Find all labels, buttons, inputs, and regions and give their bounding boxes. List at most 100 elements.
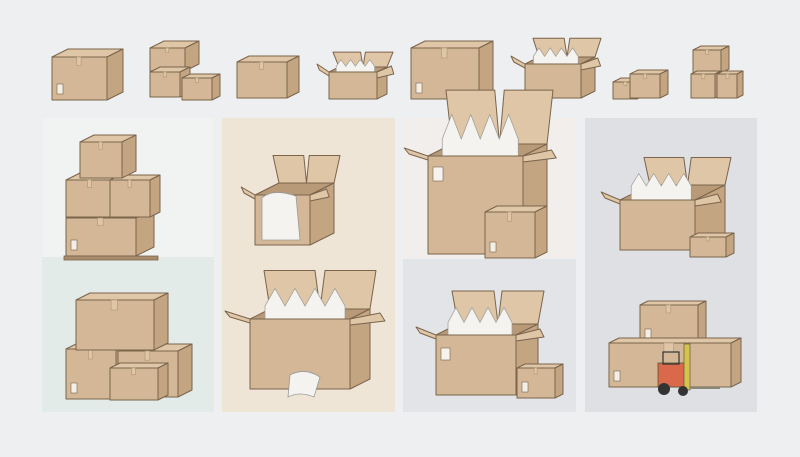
box-side xyxy=(286,55,300,99)
box-front xyxy=(619,199,696,251)
tape-label xyxy=(705,236,710,242)
box-flap-front-right xyxy=(694,193,722,207)
box-side xyxy=(149,174,161,218)
packing-paper xyxy=(287,371,321,398)
box-flap-front-left xyxy=(510,55,526,69)
box-flap-back-right xyxy=(497,290,545,325)
box-side xyxy=(730,337,742,388)
fabric-sheet xyxy=(261,192,301,241)
cardboard-box-icon xyxy=(149,40,200,72)
tape-label xyxy=(643,73,647,80)
box-flap-front-left xyxy=(403,147,429,161)
box-flap-back-right xyxy=(306,155,341,184)
box-flap-front-right xyxy=(522,149,557,163)
box-flap-front-left xyxy=(415,326,437,340)
cardboard-box-icon xyxy=(79,134,137,179)
tape-label xyxy=(131,367,136,375)
box-side xyxy=(725,232,735,258)
box-side xyxy=(720,45,730,74)
this-side-up-icon xyxy=(70,382,78,394)
tape-label xyxy=(259,61,264,70)
this-side-up-icon xyxy=(489,241,497,253)
forklift-icon xyxy=(657,343,720,396)
packing-paper xyxy=(335,58,375,73)
box-front xyxy=(328,71,378,100)
tape-label xyxy=(97,217,104,226)
tape-label xyxy=(165,47,170,53)
tape-label xyxy=(705,49,709,55)
cardboard-box-icon xyxy=(689,232,735,258)
tape-label xyxy=(195,77,199,83)
forklift-wheel xyxy=(658,383,670,395)
forklift-wheel xyxy=(678,386,688,396)
box-flap-front-left xyxy=(600,191,621,205)
this-side-up-icon xyxy=(613,370,621,382)
box-flap-front-right xyxy=(580,57,602,71)
fragile-label-icon xyxy=(440,347,451,361)
tape-label xyxy=(623,81,628,86)
cardboard-box-icon xyxy=(692,45,730,74)
box-top xyxy=(639,300,707,306)
box-side xyxy=(534,205,548,259)
box-side xyxy=(153,292,169,351)
open-box-icon xyxy=(510,37,602,99)
tape-label xyxy=(507,211,512,222)
tape-label xyxy=(163,71,167,78)
this-side-up-icon xyxy=(56,83,64,95)
packing-paper xyxy=(630,172,692,201)
tape-label xyxy=(127,179,132,188)
fragile-label-icon xyxy=(432,166,444,182)
box-flap-front-right xyxy=(309,188,330,202)
box-side xyxy=(554,363,564,399)
this-side-up-icon xyxy=(415,82,423,94)
cardboard-box-icon xyxy=(109,362,169,401)
tape-label xyxy=(76,56,82,66)
forklift-cage xyxy=(662,351,680,365)
forklift-mast xyxy=(683,343,691,391)
packing-paper xyxy=(264,287,346,320)
packing-paper xyxy=(447,306,513,336)
box-flap-front-left xyxy=(240,186,256,200)
box-top xyxy=(608,337,742,344)
cardboard-box-icon xyxy=(109,174,161,218)
tape-label xyxy=(533,367,538,375)
box-front xyxy=(435,334,517,396)
pallet xyxy=(63,255,159,261)
tape-label xyxy=(725,73,730,80)
cardboard-box-icon xyxy=(716,70,744,99)
cardboard-box-icon xyxy=(629,69,669,99)
box-side xyxy=(157,362,169,401)
tape-label xyxy=(701,73,706,80)
this-side-up-icon xyxy=(70,239,78,251)
box-flap-front-right xyxy=(515,328,545,342)
box-flap-front-right xyxy=(349,312,386,326)
cardboard-box-icon xyxy=(75,292,169,351)
tape-label xyxy=(110,299,118,311)
cardboard-box-icon xyxy=(484,205,548,259)
cardboard-box-icon xyxy=(516,363,564,399)
box-side xyxy=(177,343,193,398)
open-box-icon xyxy=(600,157,732,251)
tape-label xyxy=(144,350,151,361)
box-side xyxy=(736,70,744,99)
box-side xyxy=(106,48,124,101)
tape-label xyxy=(665,304,672,314)
box-flap-front-left xyxy=(316,63,330,77)
artwork xyxy=(51,37,744,401)
box-flap-back-left xyxy=(272,155,307,184)
packing-paper xyxy=(533,47,579,65)
tape-label xyxy=(663,342,674,353)
box-side xyxy=(211,73,221,101)
tape-label xyxy=(98,141,103,150)
open-box-icon xyxy=(316,51,395,100)
cardboard-box-icon xyxy=(181,73,221,101)
this-side-up-icon xyxy=(521,381,529,393)
box-flap-front-left xyxy=(224,310,251,324)
box-side xyxy=(121,134,137,179)
tape-label xyxy=(87,179,92,188)
cardboard-box-icon xyxy=(236,55,300,99)
box-side xyxy=(659,69,669,99)
cardboard-box-icon xyxy=(608,337,742,388)
tape-label xyxy=(441,47,448,59)
